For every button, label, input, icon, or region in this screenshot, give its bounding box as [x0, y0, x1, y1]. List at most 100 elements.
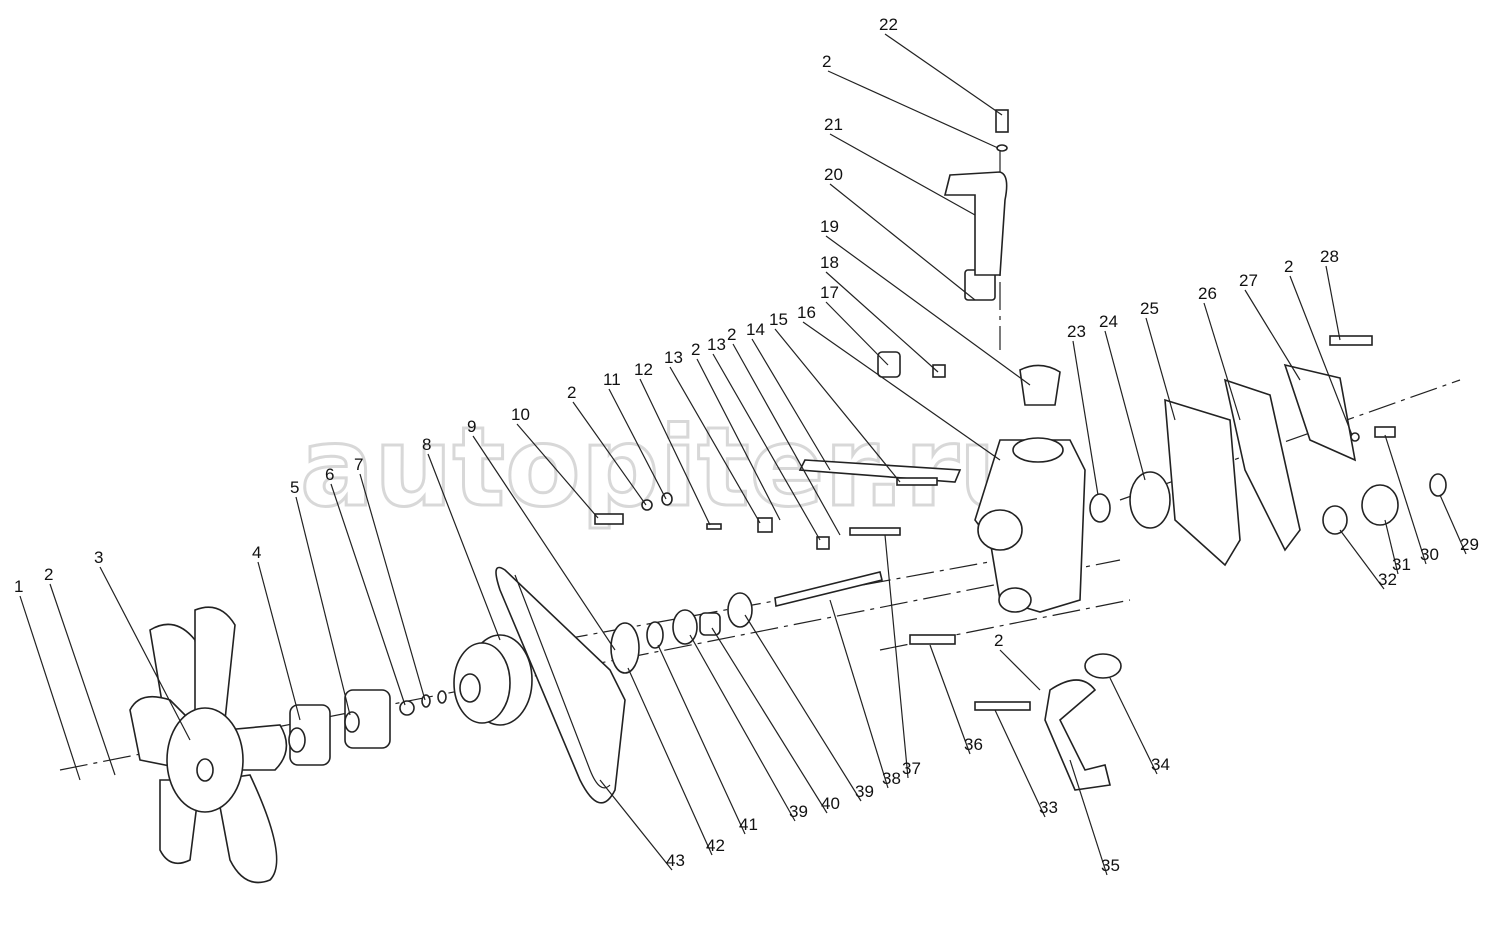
- callout-26: 26: [1198, 284, 1217, 303]
- leader-line: [19, 595, 81, 781]
- leader-line: [744, 614, 862, 802]
- callout-27: 27: [1239, 271, 1258, 290]
- watermark: autopiter.ru: [299, 402, 1039, 533]
- leader-line: [825, 301, 889, 366]
- leader-line: [711, 627, 828, 814]
- callout-22: 22: [879, 15, 898, 34]
- leader-line: [99, 566, 191, 741]
- leader-line: [1289, 275, 1353, 436]
- leader-line: [49, 583, 116, 776]
- leader-line: [827, 70, 999, 149]
- callout-10: 10: [511, 405, 530, 424]
- bolt-36: [909, 634, 956, 645]
- callout-14: 14: [746, 320, 765, 339]
- leader-line: [359, 473, 426, 701]
- callout-39: 39: [789, 802, 808, 821]
- nut-6: [399, 700, 415, 716]
- leader-line: [330, 483, 406, 706]
- callout-1: 1: [14, 577, 23, 596]
- leader-line: [657, 644, 746, 835]
- callout-16: 16: [797, 303, 816, 322]
- bolt-22: [995, 109, 1009, 133]
- bearing-39: [727, 592, 753, 628]
- spacer-hole: [288, 727, 306, 753]
- callout-33: 33: [1039, 798, 1058, 817]
- impeller-24: [1129, 471, 1171, 529]
- bolt-10: [594, 513, 624, 525]
- callout-31: 31: [1392, 555, 1411, 574]
- leader-line: [1325, 265, 1341, 341]
- callout-35: 35: [1101, 856, 1120, 875]
- callout-7: 7: [354, 455, 363, 474]
- leader-line: [802, 321, 1001, 461]
- washer-2-top: [996, 144, 1008, 152]
- callout-43: 43: [666, 851, 685, 870]
- callout-2: 2: [44, 565, 53, 584]
- pump-housing: [974, 437, 1086, 613]
- callout-17: 17: [820, 283, 839, 302]
- callout-19: 19: [820, 217, 839, 236]
- callout-40: 40: [821, 794, 840, 813]
- gasket-25: [1164, 398, 1241, 567]
- o-ring-29: [1429, 473, 1447, 497]
- leader-line: [1439, 494, 1467, 555]
- callout-24: 24: [1099, 312, 1118, 331]
- leader-line: [427, 453, 501, 641]
- leader-line: [884, 33, 1003, 116]
- callout-13: 13: [664, 348, 683, 367]
- callout-6: 6: [325, 465, 334, 484]
- leader-line: [257, 561, 301, 721]
- bearing-41: [672, 609, 698, 645]
- leader-line: [712, 353, 821, 541]
- leader-line: [751, 338, 831, 471]
- callout-32: 32: [1378, 570, 1397, 589]
- washer-7: [421, 694, 431, 708]
- leader-line: [829, 599, 889, 789]
- v-belt: [495, 566, 626, 804]
- leader-line: [472, 435, 616, 651]
- callout-2: 2: [567, 383, 576, 402]
- plug-17: [877, 351, 901, 378]
- stud-37: [849, 527, 901, 536]
- leader-line: [696, 358, 781, 521]
- callout-2: 2: [994, 631, 1003, 650]
- callout-25: 25: [1140, 299, 1159, 318]
- leader-line: [295, 496, 351, 716]
- callout-18: 18: [820, 253, 839, 272]
- callout-2: 2: [1284, 257, 1293, 276]
- outlet-pipe-21: [943, 171, 1008, 276]
- hub-hole: [344, 711, 360, 733]
- leader-line: [627, 667, 713, 856]
- leader-line: [929, 644, 971, 755]
- watermark-text: autopiter.ru: [300, 403, 1037, 531]
- seal-23: [1089, 493, 1111, 523]
- callout-3: 3: [94, 548, 103, 567]
- gasket-34: [1084, 653, 1122, 679]
- callout-5: 5: [290, 478, 299, 497]
- leader-line: [774, 328, 901, 483]
- leader-line: [999, 649, 1041, 691]
- callout-39: 39: [855, 782, 874, 801]
- callout-2: 2: [691, 340, 700, 359]
- callout-11: 11: [603, 370, 621, 389]
- callout-4: 4: [252, 543, 261, 562]
- flange: [610, 622, 640, 674]
- leader-line: [516, 423, 599, 519]
- leader-line: [1072, 340, 1099, 496]
- callout-2: 2: [822, 52, 831, 71]
- bolt-30: [1374, 426, 1396, 438]
- callout-12: 12: [634, 360, 653, 379]
- washer-2-right: [1350, 432, 1360, 442]
- callout-20: 20: [824, 165, 843, 184]
- leader-line: [608, 388, 667, 500]
- washer-7b: [437, 690, 447, 704]
- leader-line: [825, 235, 1031, 386]
- callout-2: 2: [727, 325, 736, 344]
- callout-23: 23: [1067, 322, 1086, 341]
- bolt-33: [974, 701, 1031, 711]
- callout-9: 9: [467, 417, 476, 436]
- callout-34: 34: [1151, 755, 1170, 774]
- pipe-35: [1044, 679, 1111, 791]
- leader-line: [1109, 677, 1158, 775]
